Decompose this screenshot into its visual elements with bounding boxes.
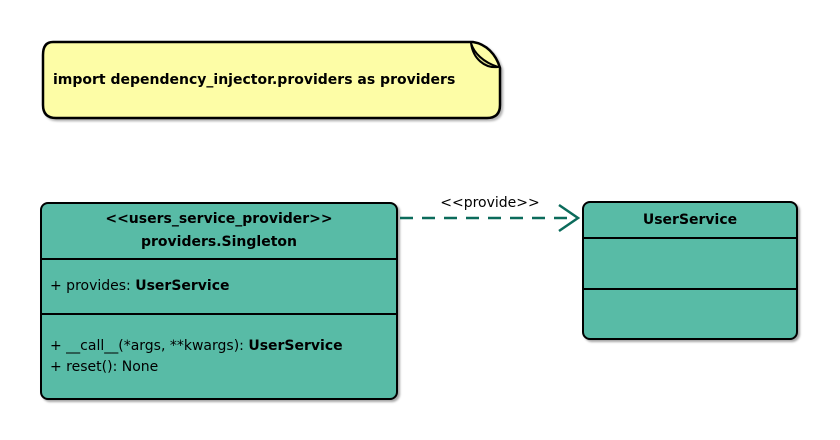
attribute-prefix: + provides:: [50, 278, 136, 294]
class-header: UserService: [584, 203, 796, 237]
note-fold-icon: [470, 42, 499, 69]
method-call: + __call__(*args, **kwargs): UserService: [50, 336, 396, 357]
class-stereotype: <<users_service_provider>>: [105, 211, 333, 227]
attribute-provides: + provides: UserService: [50, 276, 396, 297]
note-body-shape: [41, 40, 502, 120]
class-name: providers.Singleton: [141, 234, 297, 250]
provide-arrow: [400, 203, 581, 233]
class-name: UserService: [642, 212, 738, 228]
class-userservice: UserService: [582, 201, 798, 340]
attribute-type: UserService: [135, 278, 230, 294]
method-call-prefix: + __call__(*args, **kwargs):: [50, 337, 249, 354]
attributes-section: + provides: UserService: [42, 258, 396, 313]
plantuml-note: import dependency_injector.providers as …: [40, 40, 505, 120]
class-header: <<users_service_provider>> providers.Sin…: [42, 204, 396, 258]
attributes-section-empty: [584, 237, 796, 288]
arrowhead-icon: [558, 203, 581, 233]
method-reset: + reset(): None: [50, 357, 396, 378]
methods-section-empty: [584, 288, 796, 338]
method-call-type: UserService: [248, 337, 343, 354]
note-shape: [41, 40, 502, 120]
class-users-service-provider: <<users_service_provider>> providers.Sin…: [40, 202, 398, 400]
provide-label: <<provide>>: [440, 195, 540, 211]
method-reset-prefix: + reset(): None: [50, 358, 159, 375]
methods-section: + __call__(*args, **kwargs): UserService…: [42, 313, 396, 398]
note-text: import dependency_injector.providers as …: [53, 72, 456, 88]
